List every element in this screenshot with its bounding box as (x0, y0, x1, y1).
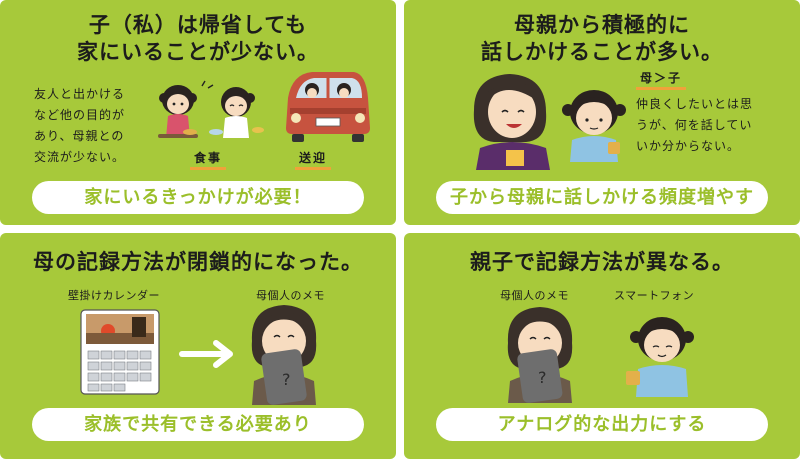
description-line: など他の目的が (34, 108, 126, 122)
panel-record-closed: 母の記録方法が閉鎖的になった。 壁掛けカレンダー 母個人のメモ ? 家族で共有で… (0, 233, 396, 459)
svg-text:?: ? (538, 368, 547, 387)
description-line: うが、何を話してい (636, 118, 753, 132)
title-line-1: 母の記録方法が閉鎖的になった。 (33, 250, 363, 274)
panel-title: 子（私）は帰省しても 家にいることが少ない。 (0, 12, 396, 66)
arrow-right-icon (179, 340, 233, 368)
conclusion-pill: アナログ的な出力にする (436, 408, 768, 441)
mother-memo-illustration: ? (507, 307, 573, 403)
panel-description: 友人と出かける など他の目的が あり、母親との 交流が少ない。 (34, 84, 125, 168)
car-pickup-illustration (286, 72, 370, 142)
child-smartphone-illustration (626, 317, 694, 397)
panel-title: 母親から積極的に 話しかけることが多い。 (404, 12, 800, 66)
panel-rarely-home: 子（私）は帰省しても 家にいることが少ない。 友人と出かける など他の目的が あ… (0, 0, 396, 225)
description-line: 友人と出かける (34, 87, 126, 101)
mother-memo-label: 母個人のメモ (500, 289, 569, 302)
title-line-1: 母親から積極的に (514, 13, 690, 37)
panel-methods-differ: 親子で記録方法が異なる。 母個人のメモ スマートフォン ? アナログ的な出力にす… (404, 233, 800, 459)
mother-illustration (473, 74, 550, 170)
smartphone-label: スマートフォン (614, 289, 695, 302)
mother-memo-label: 母個人のメモ (256, 289, 325, 302)
conclusion-pill: 家にいるきっかけが必要！ (32, 181, 364, 214)
mother-greater-than-child-label: 母＞子 (636, 70, 687, 90)
title-line-1: 子（私）は帰省しても (88, 13, 308, 37)
description-line: 仲良くしたいとは思 (636, 97, 754, 111)
panel-title: 母の記録方法が閉鎖的になった。 (0, 249, 396, 276)
child-illustration (562, 90, 626, 162)
mother-memo-illustration: ? (251, 305, 317, 405)
wall-calendar-label: 壁掛けカレンダー (68, 289, 160, 302)
panel-mother-talks-more: 母親から積極的に 話しかけることが多い。 母＞子 仲良くしたいとは思 うが、何を… (404, 0, 800, 225)
girls-eating-illustration (158, 80, 264, 138)
panel-description: 仲良くしたいとは思 うが、何を話してい いか分からない。 (636, 94, 753, 157)
meal-label: 食事 (190, 150, 227, 170)
title-line-2: 家にいることが少ない。 (77, 40, 319, 64)
title-line-2: 話しかけることが多い。 (481, 40, 723, 64)
svg-text:?: ? (282, 370, 291, 389)
conclusion-pill: 子から母親に話しかける頻度増やす (436, 181, 768, 214)
description-line: いか分からない。 (636, 139, 741, 153)
conclusion-pill: 家族で共有できる必要あり (32, 408, 364, 441)
description-line: 交流が少ない。 (34, 150, 126, 164)
panel-title: 親子で記録方法が異なる。 (404, 249, 800, 276)
wall-calendar-illustration (80, 309, 160, 395)
pickup-label: 送迎 (295, 150, 332, 170)
title-line-1: 親子で記録方法が異なる。 (470, 250, 734, 274)
description-line: あり、母親との (34, 129, 125, 143)
